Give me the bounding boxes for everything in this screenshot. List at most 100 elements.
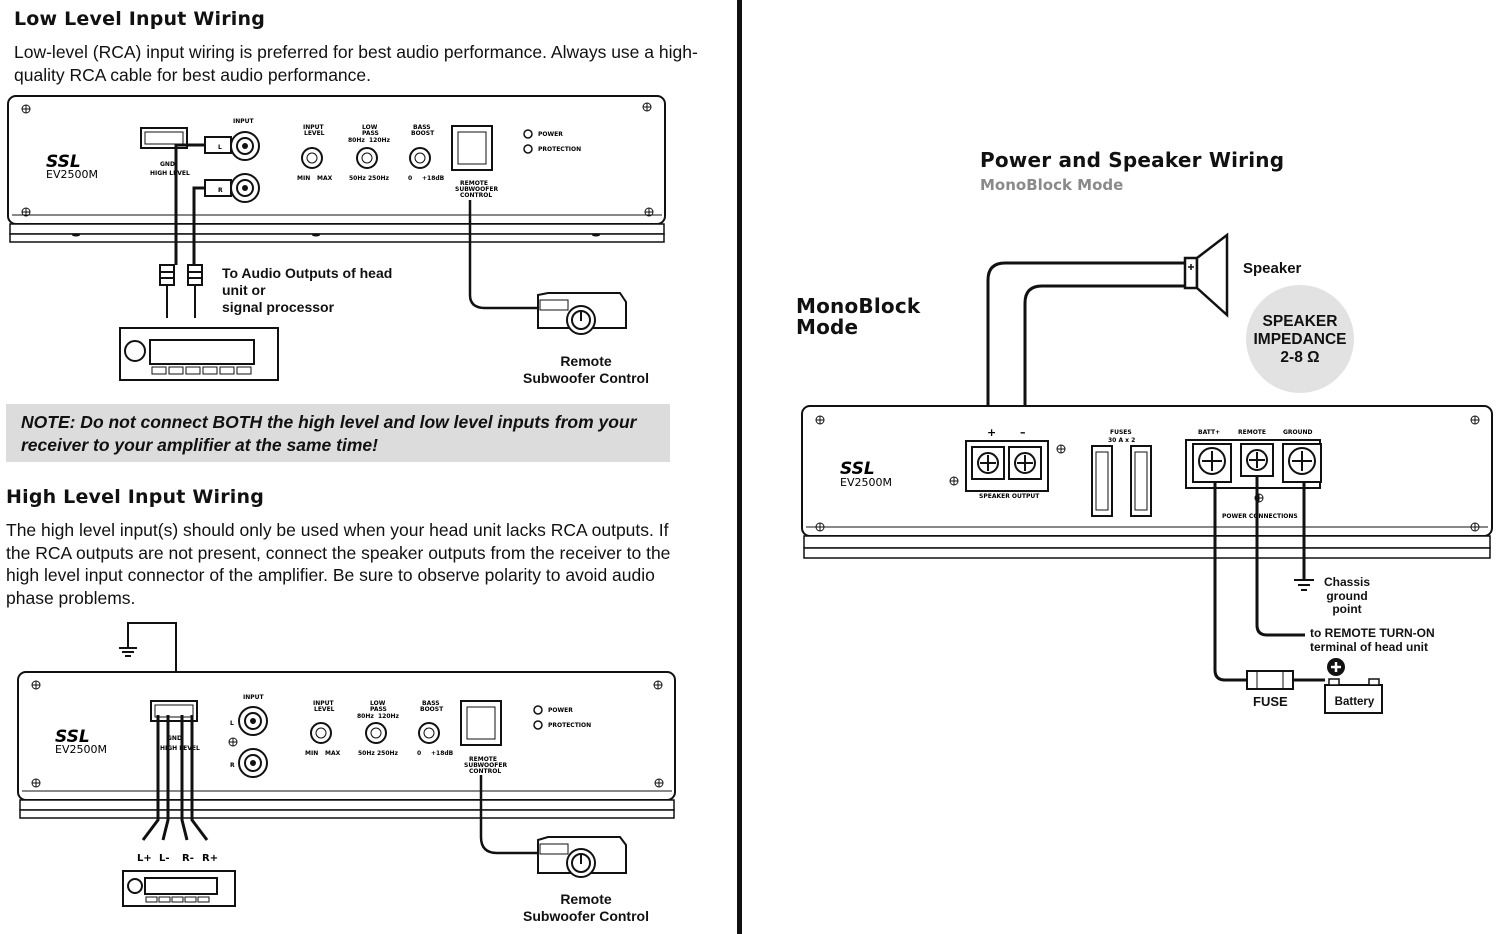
- input-level-knob: [301, 147, 323, 169]
- svg-text:–: –: [1020, 426, 1026, 439]
- svg-text:120Hz: 120Hz: [369, 137, 391, 144]
- svg-text:GND: GND: [160, 161, 175, 168]
- svg-text:0: 0: [417, 750, 421, 757]
- power-subtitle: MonoBlock Mode: [980, 176, 1124, 194]
- brand-logo: SSL: [46, 152, 81, 172]
- svg-text:INPUT: INPUT: [233, 118, 255, 125]
- high-level-connector: [140, 127, 188, 149]
- svg-text:HIGH LEVEL: HIGH LEVEL: [150, 170, 190, 177]
- svg-text:L: L: [218, 144, 222, 151]
- wire-label-lminus: L-: [159, 853, 170, 864]
- wire-label-rminus: R-: [182, 853, 194, 864]
- bass-boost-knob: [418, 722, 440, 744]
- svg-text:50Hz: 50Hz: [358, 750, 375, 757]
- svg-text:80Hz: 80Hz: [348, 137, 365, 144]
- power-led: [523, 129, 533, 139]
- wire-label-lplus: L+: [137, 853, 152, 864]
- svg-text:GROUND: GROUND: [1283, 429, 1313, 436]
- remote-port: [451, 125, 493, 171]
- column-divider: [737, 0, 742, 934]
- screw-icon: [815, 415, 825, 425]
- head-unit: [122, 870, 236, 907]
- note-box: NOTE: Do not connect BOTH the high level…: [6, 404, 670, 462]
- input-level-knob: [310, 722, 332, 744]
- rca-cables: [174, 143, 205, 265]
- svg-text:HIGH LEVEL: HIGH LEVEL: [160, 745, 200, 752]
- rca-jack-left: [230, 131, 260, 161]
- protection-led: [533, 720, 543, 730]
- wire-label-rplus: R+: [202, 853, 218, 864]
- svg-text:LOW: LOW: [362, 124, 378, 131]
- svg-text:PASS: PASS: [370, 706, 387, 713]
- svg-text:0: 0: [408, 175, 412, 182]
- ground-terminal: [1282, 443, 1322, 483]
- svg-text:80Hz: 80Hz: [357, 713, 374, 720]
- fuse-label: FUSE: [1253, 694, 1288, 709]
- screw-icon: [1254, 493, 1264, 503]
- svg-text:30 A x 2: 30 A x 2: [1108, 437, 1135, 444]
- terminal-minus: [1008, 446, 1042, 480]
- svg-text:R: R: [230, 762, 235, 769]
- remote-port: [460, 700, 502, 746]
- svg-text:FUSES: FUSES: [1110, 429, 1132, 436]
- impedance-line-3: 2-8 Ω: [1280, 349, 1320, 366]
- screw-icon: [815, 522, 825, 532]
- svg-text:MAX: MAX: [325, 750, 341, 757]
- power-wires: [1213, 476, 1325, 682]
- rca-jack-right: [230, 173, 260, 203]
- remote-subwoofer-control: [537, 836, 627, 878]
- impedance-line-1: SPEAKER: [1262, 313, 1338, 330]
- high-level-description: The high level input(s) should only be u…: [6, 520, 671, 608]
- speaker-label: Speaker: [1243, 260, 1302, 277]
- model-name: EV2500M: [46, 168, 98, 181]
- rca-jack-left: [238, 706, 268, 736]
- svg-text:INPUT: INPUT: [243, 694, 265, 701]
- svg-text:POWER: POWER: [548, 707, 573, 714]
- screw-icon: [654, 778, 664, 788]
- inline-fuse-icon: [1246, 670, 1294, 690]
- svg-text:INPUT: INPUT: [303, 124, 325, 131]
- svg-text:BATT+: BATT+: [1198, 429, 1220, 436]
- svg-text:PROTECTION: PROTECTION: [538, 146, 581, 153]
- svg-text:INPUT: INPUT: [313, 700, 335, 707]
- remote-subwoofer-control: [537, 292, 627, 335]
- svg-text:LEVEL: LEVEL: [304, 130, 325, 137]
- screw-icon: [642, 102, 652, 112]
- battery-icon: [1324, 658, 1383, 714]
- screw-icon: [228, 737, 238, 747]
- svg-text:SUBWOOFER: SUBWOOFER: [455, 186, 498, 193]
- svg-text:+18dB: +18dB: [431, 750, 454, 757]
- svg-text:REMOTE: REMOTE: [1238, 429, 1266, 436]
- svg-text:GND: GND: [167, 735, 182, 742]
- chassis-ground-icon: [1294, 579, 1314, 591]
- remote-terminal: [1240, 443, 1274, 477]
- protection-led: [523, 144, 533, 154]
- amplifier-right: SSL EV2500M + – SPEAKER OUTPUT FUSES 30 …: [801, 405, 1493, 559]
- impedance-line-2: IMPEDANCE: [1253, 331, 1347, 348]
- screw-icon: [21, 207, 31, 217]
- screw-icon: [1470, 522, 1480, 532]
- screw-icon: [31, 778, 41, 788]
- svg-text:250Hz: 250Hz: [368, 175, 390, 182]
- svg-text:+: +: [987, 426, 996, 439]
- low-level-description: Low-level (RCA) input wiring is preferre…: [14, 42, 698, 85]
- svg-text:SSL: SSL: [840, 459, 875, 479]
- svg-text:POWER CONNECTIONS: POWER CONNECTIONS: [1222, 513, 1298, 520]
- svg-text:EV2500M: EV2500M: [840, 476, 892, 489]
- rca-jack-right: [238, 748, 268, 778]
- svg-text:SPEAKER OUTPUT: SPEAKER OUTPUT: [979, 493, 1040, 500]
- svg-text:LOW: LOW: [370, 700, 386, 707]
- svg-text:L: L: [230, 720, 234, 727]
- batt-terminal: [1192, 443, 1232, 483]
- svg-text:SSL: SSL: [55, 727, 90, 747]
- svg-text:SUBWOOFER: SUBWOOFER: [464, 762, 507, 769]
- svg-text:CONTROL: CONTROL: [469, 768, 501, 775]
- low-pass-knob: [365, 722, 387, 744]
- svg-text:250Hz: 250Hz: [377, 750, 399, 757]
